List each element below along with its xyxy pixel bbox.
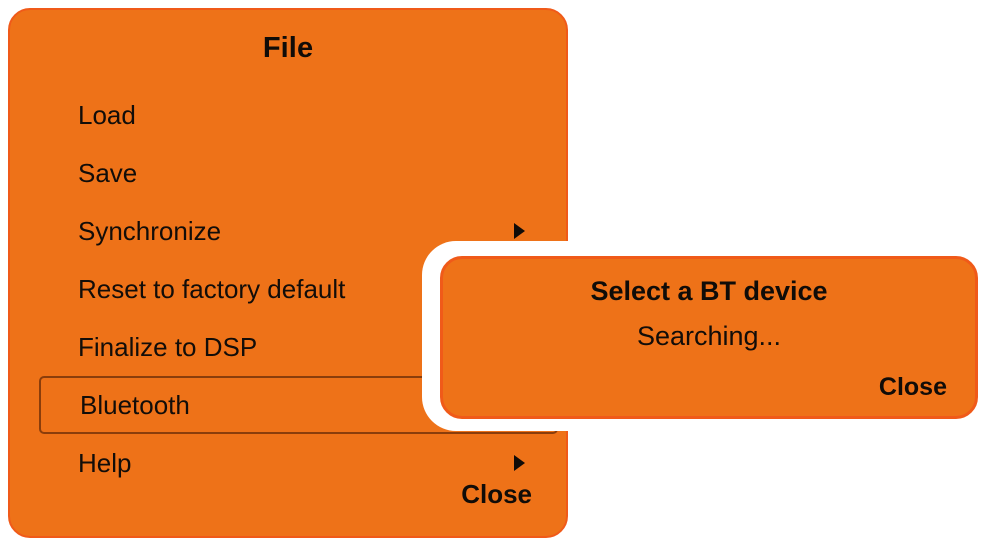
menu-item-synchronize[interactable]: Synchronize	[10, 202, 566, 260]
bt-dialog-title: Select a BT device	[590, 276, 828, 306]
menu-item-label: Synchronize	[78, 216, 222, 246]
menu-item-label: Save	[78, 158, 138, 188]
bt-dialog-close-button[interactable]: Close	[878, 373, 947, 401]
file-menu-close-button[interactable]: Close	[461, 479, 532, 509]
file-menu-title: File	[262, 32, 314, 64]
menu-item-label: Load	[78, 100, 136, 130]
chevron-right-icon	[514, 223, 525, 239]
chevron-right-icon	[514, 455, 525, 471]
menu-item-reset-to-factory-default[interactable]: Reset to factory default	[10, 260, 566, 318]
menu-item-help[interactable]: Help	[10, 434, 566, 492]
file-menu-item-list: Load Save Synchronize Reset to factory d…	[10, 86, 566, 492]
menu-item-label: Finalize to DSP	[78, 332, 258, 362]
menu-item-load[interactable]: Load	[10, 86, 566, 144]
menu-item-finalize-to-dsp[interactable]: Finalize to DSP	[10, 318, 566, 376]
menu-item-save[interactable]: Save	[10, 144, 566, 202]
menu-item-label: Help	[78, 448, 132, 478]
bt-device-dialog: Select a BT device Searching... Close	[440, 256, 978, 419]
menu-item-label: Bluetooth	[80, 390, 190, 420]
bt-dialog-status-text: Searching...	[636, 321, 782, 351]
menu-item-label: Reset to factory default	[78, 274, 346, 304]
